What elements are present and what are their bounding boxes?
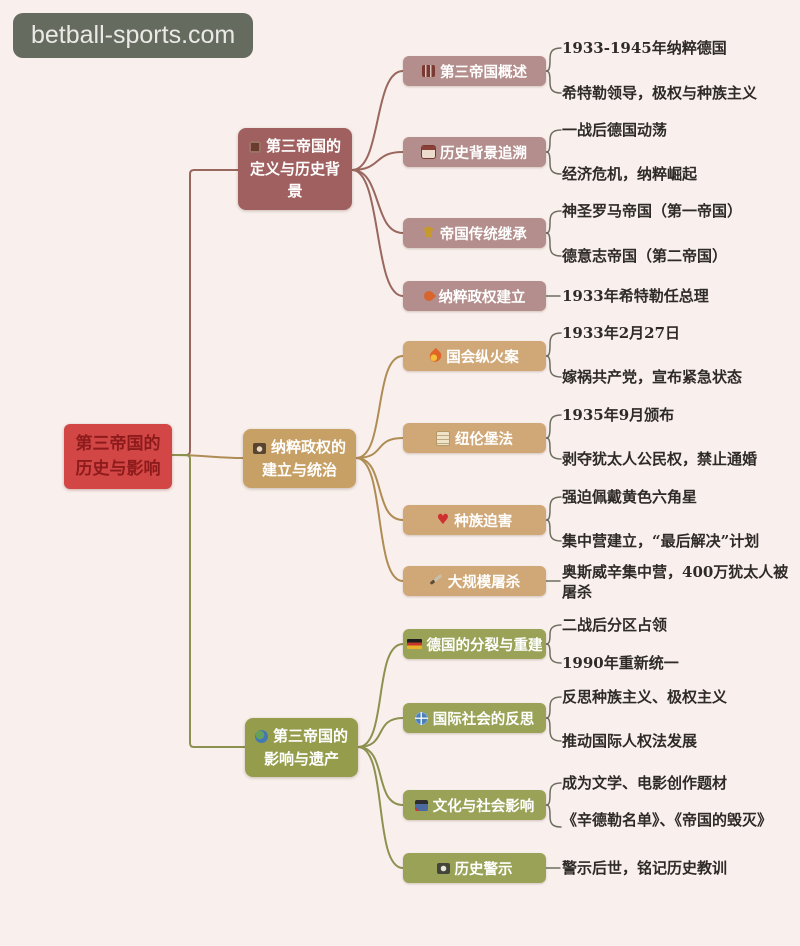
branch-label: 纳粹政权的建立与统治 [261,438,346,479]
leaf-text[interactable]: 一战后德国动荡 [562,121,668,139]
topic-node-cultural-impact[interactable]: 文化与社会影响 [403,790,546,820]
camera-flash-icon [436,862,450,874]
leaf-text[interactable]: 成为文学、电影创作题材 [562,774,728,792]
branch-label: 第三帝国的定义与历史背景 [249,137,341,200]
topic-node-reichstag-fire[interactable]: 国会纵火案 [403,341,546,371]
clapperboard-icon [414,799,428,811]
broken-heart-icon [437,513,450,527]
german-flag-icon [406,639,422,649]
topic-label: 文化与社会影响 [432,797,535,815]
topic-node-regime-founded[interactable]: 纳粹政权建立 [403,281,546,311]
topic-label: 种族迫害 [454,512,513,530]
leaf-text[interactable]: 嫁祸共产党，宣布紧急状态 [562,368,743,386]
topic-label: 国会纵火案 [446,348,519,366]
leaf-text[interactable]: 神圣罗马帝国（第一帝国） [562,202,743,220]
topic-node-division-rebuild[interactable]: 德国的分裂与重建 [403,629,546,659]
leaf-text[interactable]: 剥夺犹太人公民权，禁止通婚 [562,450,758,468]
topic-node-reich-overview[interactable]: 第三帝国概述 [403,56,546,86]
leaf-text[interactable]: 经济危机，纳粹崛起 [562,165,698,183]
globe-grid-icon [414,711,428,725]
calendar-icon [422,146,435,158]
topic-node-persecution[interactable]: 种族迫害 [403,505,546,535]
fire-icon [427,347,444,365]
leaf-text[interactable]: 强迫佩戴黄色六角星 [562,488,698,506]
leaf-text[interactable]: 警示后世，铭记历史教训 [562,859,728,877]
topic-node-historical-warning[interactable]: 历史警示 [403,853,546,883]
topic-node-background[interactable]: 历史背景追溯 [403,137,546,167]
topic-node-mass-murder[interactable]: 大规模屠杀 [403,566,546,596]
scroll-icon [436,430,450,446]
topic-label: 第三帝国概述 [440,63,527,81]
topic-label: 纽伦堡法 [455,430,513,448]
branch-node-nazi-rule[interactable]: 纳粹政权的建立与统治 [243,429,356,488]
root-node[interactable]: 第三帝国的历史与影响 [64,424,172,490]
globe-icon [254,730,268,743]
leaf-text[interactable]: 二战后分区占领 [562,616,668,634]
leaf-text[interactable]: 推动国际人权法发展 [562,732,698,750]
leaf-text[interactable]: 反思种族主义、极权主义 [562,688,728,706]
leaf-text[interactable]: 1933年希特勒任总理 [562,287,709,305]
museum-icon [422,65,435,77]
leaf-text[interactable]: 1933-1945年纳粹德国 [562,39,727,57]
topic-node-international-reflection[interactable]: 国际社会的反思 [403,703,546,733]
topic-label: 德国的分裂与重建 [426,636,543,654]
branch-node-definition-history[interactable]: 第三帝国的定义与历史背景 [238,128,352,210]
topic-node-nuremberg-laws[interactable]: 纽伦堡法 [403,423,546,453]
branch-node-legacy[interactable]: 第三帝国的影响与遗产 [245,718,358,777]
leaf-text[interactable]: 集中营建立，“最后解决”计划 [562,532,760,550]
camera-icon [252,443,266,454]
topic-label: 大规模屠杀 [447,573,521,591]
topic-label: 历史警示 [454,860,513,878]
crown-icon [422,226,435,240]
leaf-text[interactable]: 1990年重新统一 [562,654,679,672]
watermark: betball-sports.com [13,13,254,58]
leaf-text[interactable]: 希特勒领导，极权与种族主义 [562,84,758,102]
topic-label: 国际社会的反思 [432,710,535,728]
topic-label: 帝国传统继承 [439,225,527,243]
topic-label: 纳粹政权建立 [438,288,526,306]
leaf-text[interactable]: 1933年2月27日 [562,324,681,342]
spark-icon [421,288,436,304]
leaf-text[interactable]: 《辛德勒名单》、《帝国的毁灭》 [562,811,773,829]
topic-node-imperial-tradition[interactable]: 帝国传统继承 [403,218,546,248]
leaf-text[interactable]: 1935年9月颁布 [562,406,675,424]
topic-label: 历史背景追溯 [440,144,527,162]
picture-frame-icon [248,141,261,153]
branch-label: 第三帝国的影响与遗产 [263,727,348,768]
leaf-text[interactable]: 奥斯威辛集中营，400万犹太人被屠杀 [562,563,789,601]
leaf-text[interactable]: 德意志帝国（第二帝国） [562,247,728,265]
knife-icon [429,574,443,585]
